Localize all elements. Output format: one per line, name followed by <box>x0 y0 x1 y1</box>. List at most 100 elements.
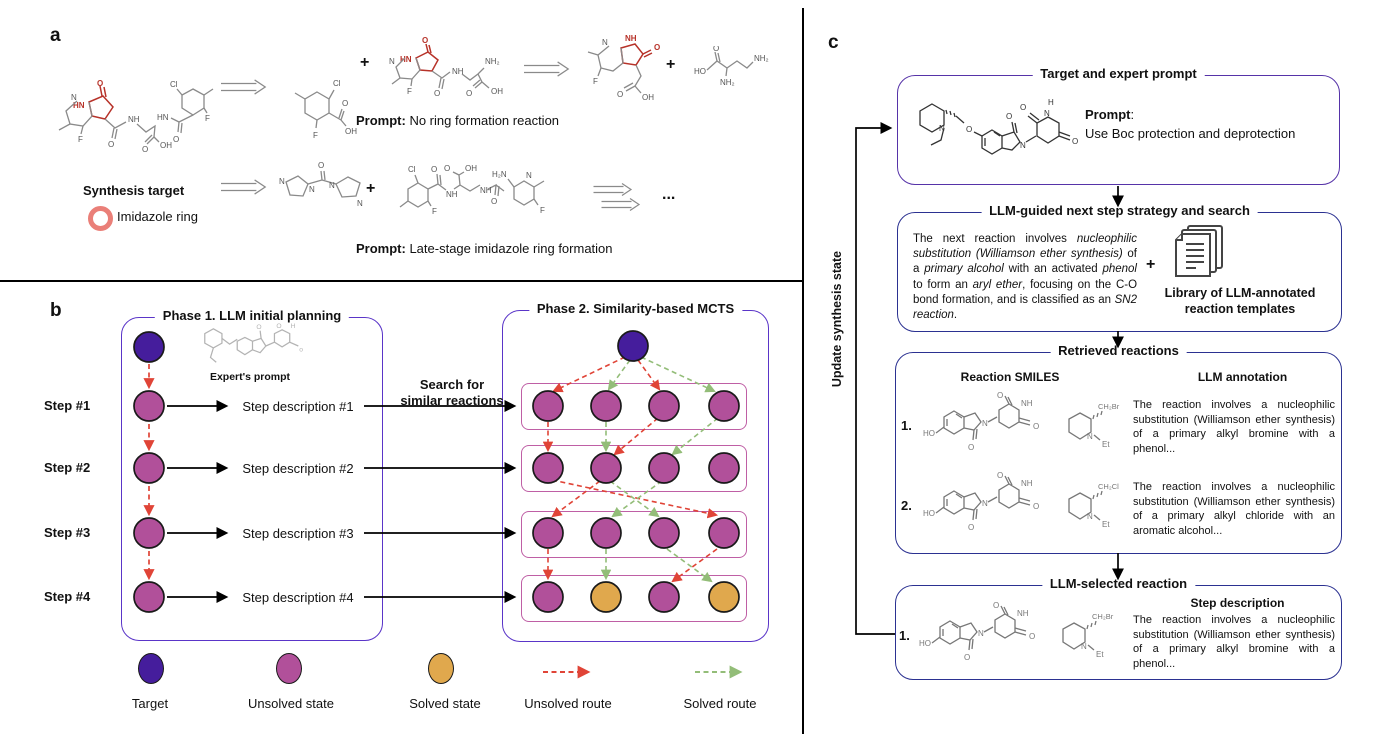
svg-text:OH: OH <box>345 127 357 136</box>
svg-text:NH: NH <box>1021 479 1033 488</box>
ch2cl-label: CH₂Cl <box>1098 482 1119 491</box>
svg-text:O: O <box>968 523 974 532</box>
svg-text:O: O <box>491 197 497 206</box>
imidazolone-acid-molecule: NH O N F O OH <box>583 34 665 107</box>
svg-text:NH: NH <box>480 186 492 195</box>
svg-text:F: F <box>205 114 210 123</box>
library-label: Library of LLM-annotated reaction templa… <box>1164 286 1316 316</box>
svg-text:NH₂: NH₂ <box>720 78 735 86</box>
svg-text:O: O <box>964 653 970 662</box>
svg-text:O: O <box>1072 137 1078 146</box>
aroyl-amino-chain-molecule: Cl F O NH O OH NH O H₂N N F <box>396 164 558 234</box>
svg-text:O: O <box>1020 103 1026 112</box>
svg-text:O: O <box>966 125 972 134</box>
experts-prompt-caption: Expert's prompt <box>209 371 291 383</box>
search-for-similar-reactions-label: Search for similar reactions <box>390 377 514 408</box>
svg-text:O: O <box>713 46 719 53</box>
llm-selected-reaction-box: LLM-selected reaction <box>895 576 1342 680</box>
svg-text:O: O <box>142 145 148 154</box>
svg-text:O: O <box>173 135 179 144</box>
legend-unsolved-state-label: Unsolved state <box>248 696 334 711</box>
step-label: Step #4 <box>44 589 91 604</box>
step-description-header: Step description <box>1190 596 1285 610</box>
ethyl-label: Et <box>1102 440 1110 449</box>
svg-text:O: O <box>654 43 660 52</box>
svg-text:NH: NH <box>1021 399 1033 408</box>
n-atom-label: N <box>1081 642 1087 651</box>
n-atom-label: N <box>1087 512 1093 521</box>
svg-text:F: F <box>593 77 598 86</box>
llm-annotation-header: LLM annotation <box>1197 370 1288 384</box>
svg-text:O: O <box>431 165 437 174</box>
box2-title: LLM-guided next step strategy and search <box>981 203 1258 218</box>
svg-text:N: N <box>309 185 315 194</box>
synthesis-target-caption: Synthesis target <box>83 183 185 198</box>
svg-text:HN: HN <box>73 101 85 110</box>
panel-c-label: c <box>828 32 839 53</box>
prompt-text: Use Boc protection and deprotection <box>1085 125 1296 141</box>
mcts-row-box <box>521 511 747 558</box>
mcts-row-box <box>521 383 747 430</box>
svg-text:NH: NH <box>128 115 140 124</box>
panel-a-label: a <box>50 25 61 46</box>
panel-divider-vertical <box>802 8 804 734</box>
phase1-box: Phase 1. LLM initial planning <box>121 308 383 641</box>
ho-atom-label: HO <box>923 429 935 438</box>
svg-text:N: N <box>71 93 77 102</box>
plus-sign: + <box>1146 256 1156 273</box>
svg-text:N: N <box>1020 141 1026 150</box>
route1-prompt-text: No ring formation reaction <box>405 113 560 128</box>
svg-text:NH₂: NH₂ <box>485 57 500 66</box>
selected-reaction-annotation: The reaction involves a nucleophilic sub… <box>1133 614 1335 670</box>
step-description: Step description #1 <box>242 399 354 414</box>
svg-text:N: N <box>389 57 395 66</box>
box4-title: LLM-selected reaction <box>1041 576 1196 591</box>
imidazole-ring-icon <box>88 206 113 231</box>
svg-text:H: H <box>291 323 296 330</box>
svg-text:O: O <box>276 323 281 330</box>
svg-text:O: O <box>993 602 999 610</box>
prompt-label: Prompt <box>1085 107 1131 122</box>
imidazolone-amine-molecule: HN O N F O NH NH₂ O OH <box>388 36 520 105</box>
route2-prompt-label: Prompt: <box>356 241 406 256</box>
svg-text:H: H <box>1048 98 1054 107</box>
ethyl-label: Et <box>1102 520 1110 529</box>
ethyl-label: Et <box>1096 650 1104 659</box>
svg-text:F: F <box>432 207 437 216</box>
svg-text:O: O <box>1029 632 1035 641</box>
svg-text:HN: HN <box>157 113 169 122</box>
step-description: Step description #2 <box>242 461 354 476</box>
document-stack-icon <box>1174 224 1230 285</box>
strategy-text: The next reaction involves nucleophilic … <box>913 233 1138 321</box>
ho-atom-label: HO <box>919 639 931 648</box>
svg-text:O: O <box>318 162 324 170</box>
svg-text:N: N <box>978 629 984 638</box>
update-synthesis-state-label: Update synthesis state <box>830 250 844 388</box>
phenol-glutarimide-molecule: HO O N O NH O <box>922 391 1060 463</box>
svg-text:OH: OH <box>160 141 172 150</box>
route1-prompt: Prompt: No ring formation reaction <box>356 113 559 128</box>
reaction-row-index: 1. <box>901 418 912 433</box>
legend-solved-state-label: Solved state <box>409 696 481 711</box>
ellipsis: ... <box>662 186 676 203</box>
svg-text:N: N <box>357 199 363 208</box>
panel-b-label: b <box>50 300 62 321</box>
svg-text:O: O <box>968 443 974 452</box>
reaction-smiles-header: Reaction SMILES <box>960 370 1060 384</box>
panel-c-target-molecule: N O O N N H O O <box>908 90 1078 177</box>
svg-text:NH: NH <box>452 67 464 76</box>
step-description: Step description #3 <box>242 526 354 541</box>
mcts-row-box <box>521 575 747 622</box>
cdi-molecule: N N O N N <box>278 161 370 219</box>
box1-title: Target and expert prompt <box>1032 66 1205 81</box>
svg-text:F: F <box>540 206 545 215</box>
reaction-annotation: The reaction involves a nucleophilic sub… <box>1133 399 1335 455</box>
svg-text:Cl: Cl <box>333 79 341 88</box>
ch2br-label: CH₂Br <box>1092 612 1114 621</box>
svg-text:OH: OH <box>491 87 503 96</box>
search-label-line2: similar reactions <box>400 392 504 408</box>
experts-prompt-molecule: O O H o <box>200 323 305 374</box>
svg-text:N: N <box>526 171 532 180</box>
svg-text:N: N <box>329 181 335 190</box>
expert-prompt-text: Prompt: Use Boc protection and deprotect… <box>1085 106 1333 144</box>
